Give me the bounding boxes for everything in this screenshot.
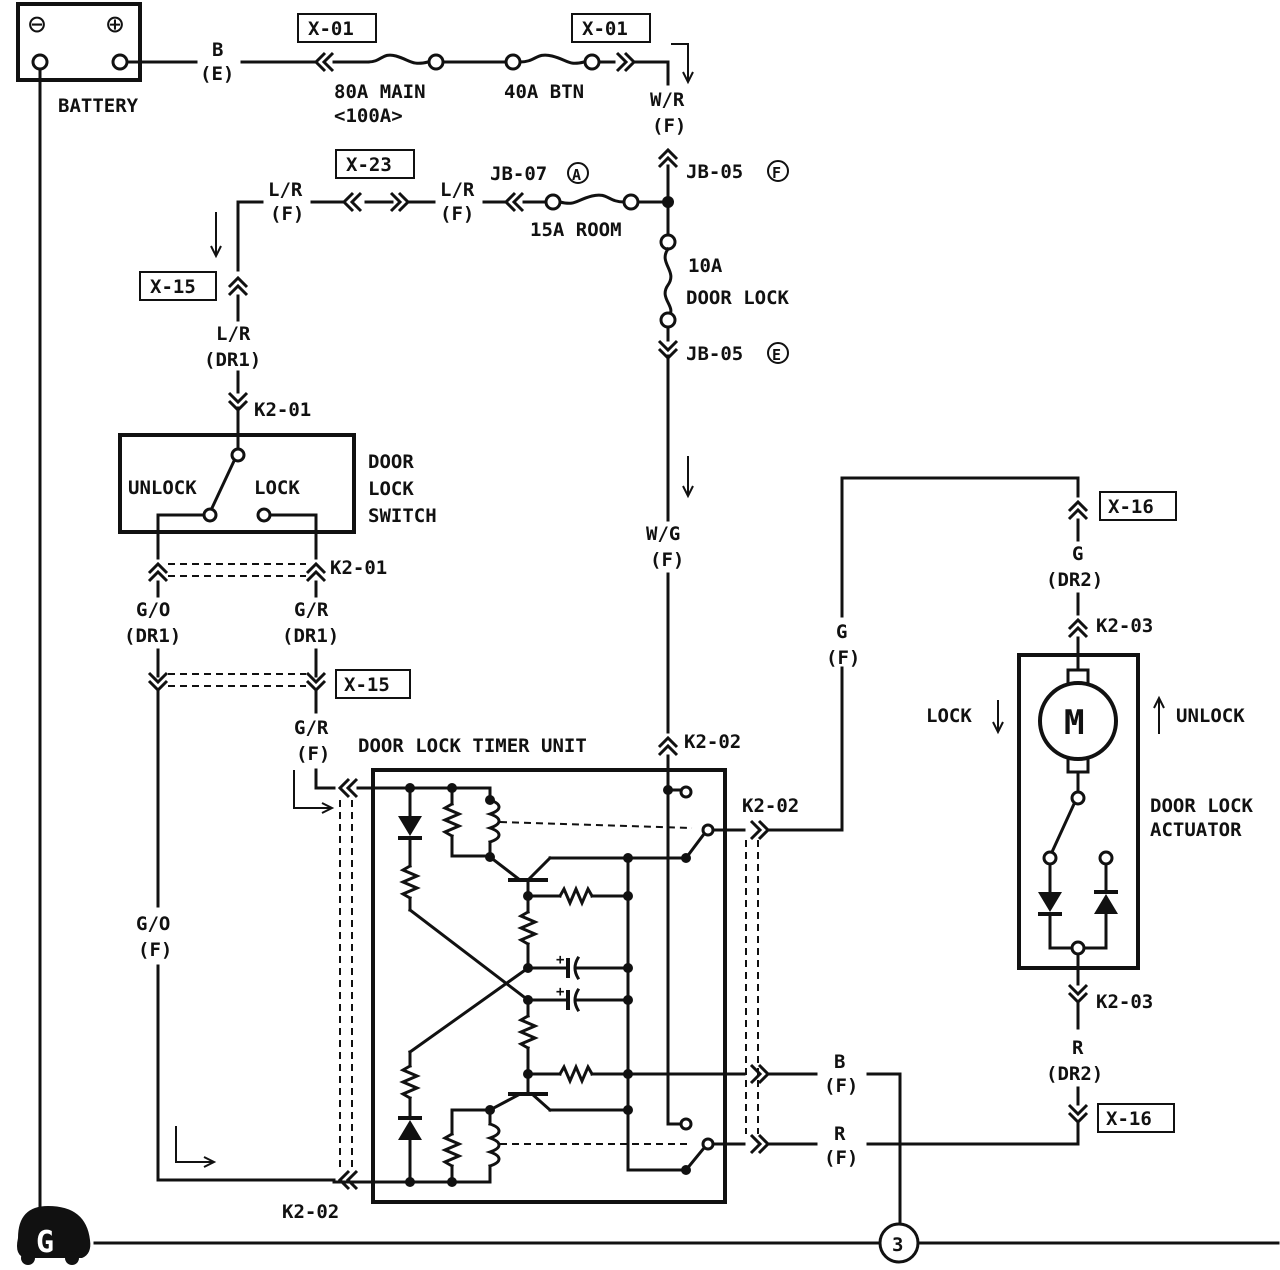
actuator-lock-label: LOCK bbox=[926, 705, 972, 727]
connector-jb07-pin: A bbox=[572, 166, 581, 184]
wire-r-dr2-color: R bbox=[1072, 1037, 1084, 1059]
svg-text:+: + bbox=[556, 984, 564, 1000]
switch-title-line2: LOCK bbox=[368, 478, 414, 500]
connector-x16-top: X-16 bbox=[1108, 496, 1154, 518]
actuator-title-line1: DOOR LOCK bbox=[1150, 795, 1254, 817]
wire-b-f-loc: (F) bbox=[824, 1075, 858, 1097]
connector-jb07: JB-07 bbox=[490, 163, 547, 185]
fuse-door-lock-name: DOOR LOCK bbox=[686, 287, 790, 309]
switch-unlock-label: UNLOCK bbox=[128, 477, 197, 499]
wire-l-r-left-loc: (F) bbox=[270, 203, 304, 225]
wire-g-r-dr1-color: G/R bbox=[294, 599, 329, 621]
battery-label: BATTERY bbox=[58, 95, 139, 117]
wire-g-dr2-loc: (DR2) bbox=[1046, 569, 1103, 591]
wire-l-r-right-loc: (F) bbox=[440, 203, 474, 225]
connector-k2-02-right: K2-02 bbox=[742, 795, 799, 817]
wire-g-r-f-color: G/R bbox=[294, 717, 329, 739]
connector-x01-left: X-01 bbox=[308, 18, 354, 40]
connector-x23: X-23 bbox=[346, 154, 392, 176]
connector-jb05-top: JB-05 bbox=[686, 161, 743, 183]
battery-positive-symbol: ⊕ bbox=[106, 7, 124, 42]
connector-jb05-bottom: JB-05 bbox=[686, 343, 743, 365]
connector-x15-mid: X-15 bbox=[344, 674, 390, 696]
connector-k2-02-bottom: K2-02 bbox=[282, 1201, 339, 1223]
wire-r-f-color: R bbox=[834, 1123, 846, 1145]
connector-x16-bottom: X-16 bbox=[1106, 1108, 1152, 1130]
connector-k2-03-bottom: K2-03 bbox=[1096, 991, 1153, 1013]
fuse-main-alt: <100A> bbox=[334, 105, 403, 127]
wire-g-f-color: G bbox=[836, 621, 847, 643]
fuse-door-lock-rating: 10A bbox=[688, 255, 723, 277]
switch-title-line1: DOOR bbox=[368, 451, 414, 473]
wire-l-r-dr1-color: L/R bbox=[216, 323, 251, 345]
actuator-unlock-label: UNLOCK bbox=[1176, 705, 1245, 727]
door-lock-switch-box bbox=[118, 433, 356, 534]
timer-unit-title: DOOR LOCK TIMER UNIT bbox=[358, 735, 587, 757]
actuator-title-line2: ACTUATOR bbox=[1150, 819, 1242, 841]
connector-jb05-bottom-pin: E bbox=[772, 346, 781, 364]
wire-l-r-dr1-loc: (DR1) bbox=[204, 349, 261, 371]
connector-k2-03-top: K2-03 bbox=[1096, 615, 1153, 637]
wire-g-o-f-color: G/O bbox=[136, 913, 170, 935]
connector-jb05-top-pin: F bbox=[772, 164, 781, 182]
wire-b-f-color: B bbox=[834, 1051, 845, 1073]
actuator-motor-letter: M bbox=[1064, 703, 1084, 743]
connector-k2-01-side: K2-01 bbox=[330, 557, 387, 579]
wire-b-e-loc: (E) bbox=[200, 63, 234, 85]
fuse-main-rating: 80A MAIN bbox=[334, 81, 426, 103]
wire-w-g-loc: (F) bbox=[650, 549, 684, 571]
switch-title-line3: SWITCH bbox=[368, 505, 437, 527]
wire-b-e-color: B bbox=[212, 39, 223, 61]
ground-symbol: G bbox=[17, 1206, 91, 1265]
timer-unit-box bbox=[371, 768, 727, 1204]
wire-w-r-color: W/R bbox=[650, 89, 685, 111]
wire-r-f-loc: (F) bbox=[824, 1147, 858, 1169]
wire-g-o-dr1-loc: (DR1) bbox=[124, 625, 181, 647]
ground-ref-number: 3 bbox=[892, 1234, 903, 1256]
connector-k2-01-top: K2-01 bbox=[254, 399, 311, 421]
actuator-motor bbox=[1038, 681, 1118, 761]
fuse-room-label: 15A ROOM bbox=[530, 219, 622, 241]
wire-r-dr2-loc: (DR2) bbox=[1046, 1063, 1103, 1085]
fuse-btn-label: 40A BTN bbox=[504, 81, 584, 103]
wire-w-r-loc: (F) bbox=[652, 115, 686, 137]
timer-circuit: + + bbox=[332, 783, 746, 1187]
switch-lock-label: LOCK bbox=[254, 477, 300, 499]
wire-g-f-loc: (F) bbox=[826, 647, 860, 669]
wire-l-r-left-color: L/R bbox=[268, 179, 303, 201]
connector-k2-02-top: K2-02 bbox=[684, 731, 741, 753]
wire-l-r-right-color: L/R bbox=[440, 179, 475, 201]
ground-letter: G bbox=[36, 1225, 54, 1260]
wire-g-r-f-loc: (F) bbox=[296, 743, 330, 765]
connector-x01-right: X-01 bbox=[582, 18, 628, 40]
ground-ref-circle: 3 bbox=[878, 1222, 920, 1264]
battery-negative-symbol: ⊖ bbox=[28, 7, 46, 42]
svg-text:+: + bbox=[556, 952, 564, 968]
wire-w-g-color: W/G bbox=[646, 523, 680, 545]
wire-g-dr2-color: G bbox=[1072, 543, 1083, 565]
wire-g-o-f-loc: (F) bbox=[138, 939, 172, 961]
wire-g-o-dr1-color: G/O bbox=[136, 599, 170, 621]
connector-x15-top: X-15 bbox=[150, 276, 196, 298]
wire-g-r-dr1-loc: (DR1) bbox=[282, 625, 339, 647]
battery: ⊖ ⊕ bbox=[16, 2, 142, 82]
